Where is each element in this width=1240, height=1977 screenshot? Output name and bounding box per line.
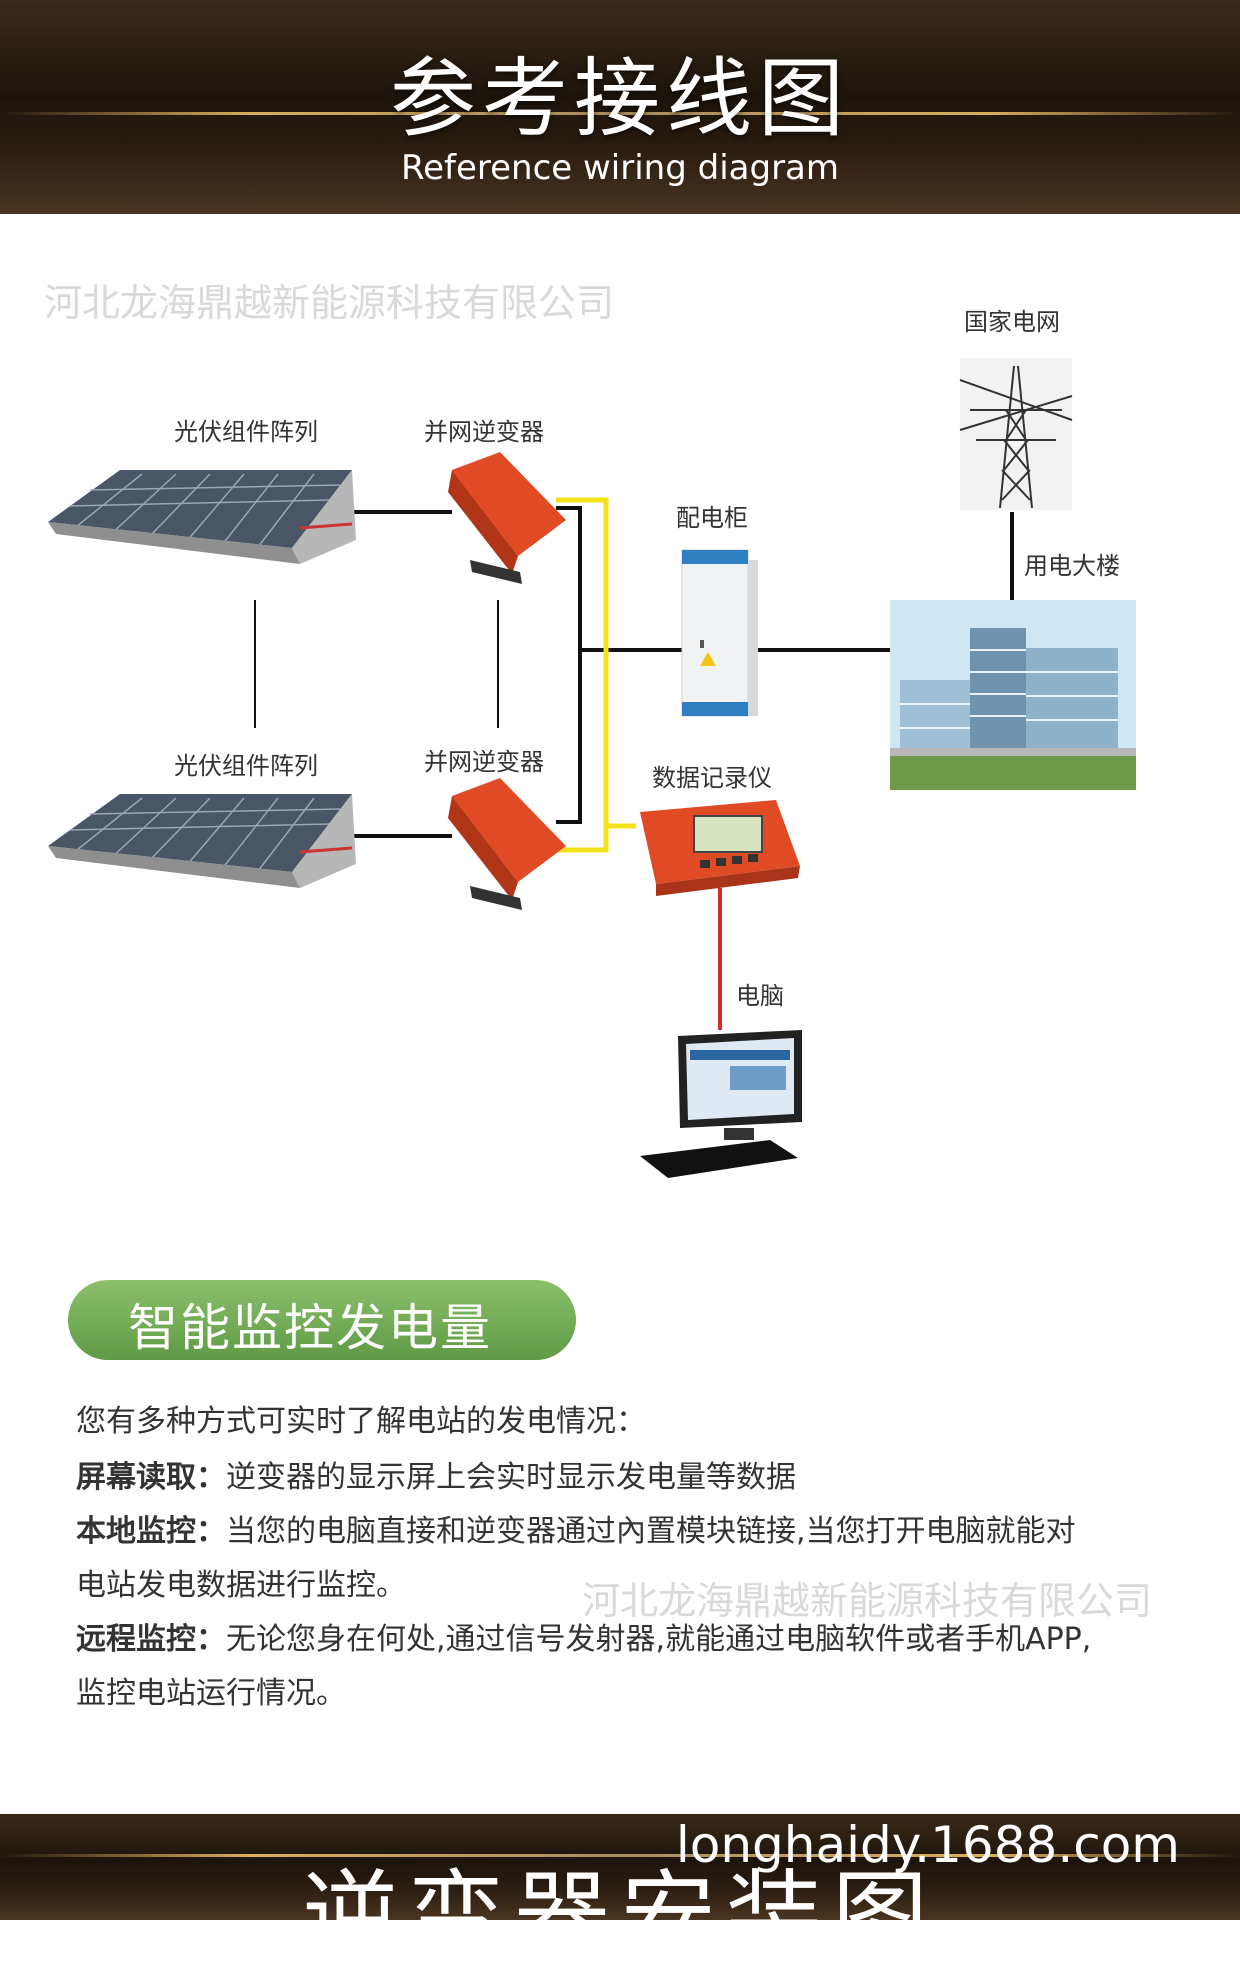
banner-light-streak: [0, 112, 1240, 115]
label-inverter-bottom: 并网逆变器: [424, 748, 544, 776]
monitor-item-remote: 远程监控：无论您身在何处,通过信号发射器,就能通过电脑软件或者手机APP,: [76, 1614, 1091, 1658]
inverter-top: [448, 452, 566, 584]
monitor-item-local: 本地监控：当您的电脑直接和逆变器通过內置模块链接,当您打开电脑就能对: [76, 1506, 1076, 1550]
label-grid: 国家电网: [964, 308, 1060, 336]
wiring-diagram: [48, 358, 1136, 1178]
label-datalogger: 数据记录仪: [652, 764, 772, 792]
monitor-item-text: 当您的电脑直接和逆变器通过內置模块链接,当您打开电脑就能对: [226, 1514, 1076, 1549]
label-cabinet: 配电柜: [676, 504, 748, 532]
office-building: [890, 600, 1136, 790]
page-title: 参考接线图: [390, 49, 850, 149]
section-title-pill: 智能监控发电量: [68, 1280, 576, 1360]
company-watermark-top: 河北龙海鼎越新能源科技有限公司: [44, 281, 615, 325]
pv-array-bottom: [48, 794, 356, 888]
page-subtitle: Reference wiring diagram: [400, 148, 839, 188]
label-pv-array-top: 光伏组件阵列: [174, 418, 318, 446]
banner-light-streak: [0, 1854, 1240, 1857]
header-banner: 参考接线图 Reference wiring diagram: [0, 0, 1240, 214]
power-wires: [254, 506, 1014, 838]
monitor-item-text: 逆变器的显示屏上会实时显示发电量等数据: [226, 1460, 796, 1495]
company-watermark-bottom: 河北龙海鼎越新能源科技有限公司: [582, 1579, 1153, 1623]
pv-array-top: [48, 470, 356, 564]
label-inverter-top: 并网逆变器: [424, 418, 544, 446]
label-building: 用电大楼: [1024, 552, 1120, 580]
distribution-cabinet: [681, 549, 758, 717]
label-pv-array-bottom: 光伏组件阵列: [174, 752, 318, 780]
monitor-item-head: 屏幕读取：: [76, 1460, 226, 1495]
footer-banner: [0, 1814, 1240, 1920]
monitor-item-head: 本地监控：: [76, 1514, 226, 1549]
section-intro: 您有多种方式可实时了解电站的发电情况：: [76, 1404, 646, 1439]
shop-url-watermark: longhaidy.1688.com: [675, 1816, 1180, 1874]
monitor-item-text: 无论您身在何处,通过信号发射器,就能通过电脑软件或者手机APP,: [226, 1622, 1092, 1657]
section-title: 智能监控发电量: [128, 1299, 492, 1357]
computer: [640, 1030, 802, 1178]
monitor-item-remote-cont: 监控电站运行情况。: [76, 1676, 346, 1711]
monitor-item-head: 远程监控：: [76, 1622, 226, 1657]
transmission-tower: [959, 358, 1073, 510]
monitor-item-screen: 屏幕读取：逆变器的显示屏上会实时显示发电量等数据: [76, 1452, 796, 1496]
data-logger: [640, 800, 800, 896]
label-computer: 电脑: [736, 982, 784, 1010]
inverter-bottom: [448, 778, 566, 910]
data-wires: [556, 497, 636, 853]
monitor-item-local-cont: 电站发电数据进行监控。: [76, 1568, 406, 1603]
